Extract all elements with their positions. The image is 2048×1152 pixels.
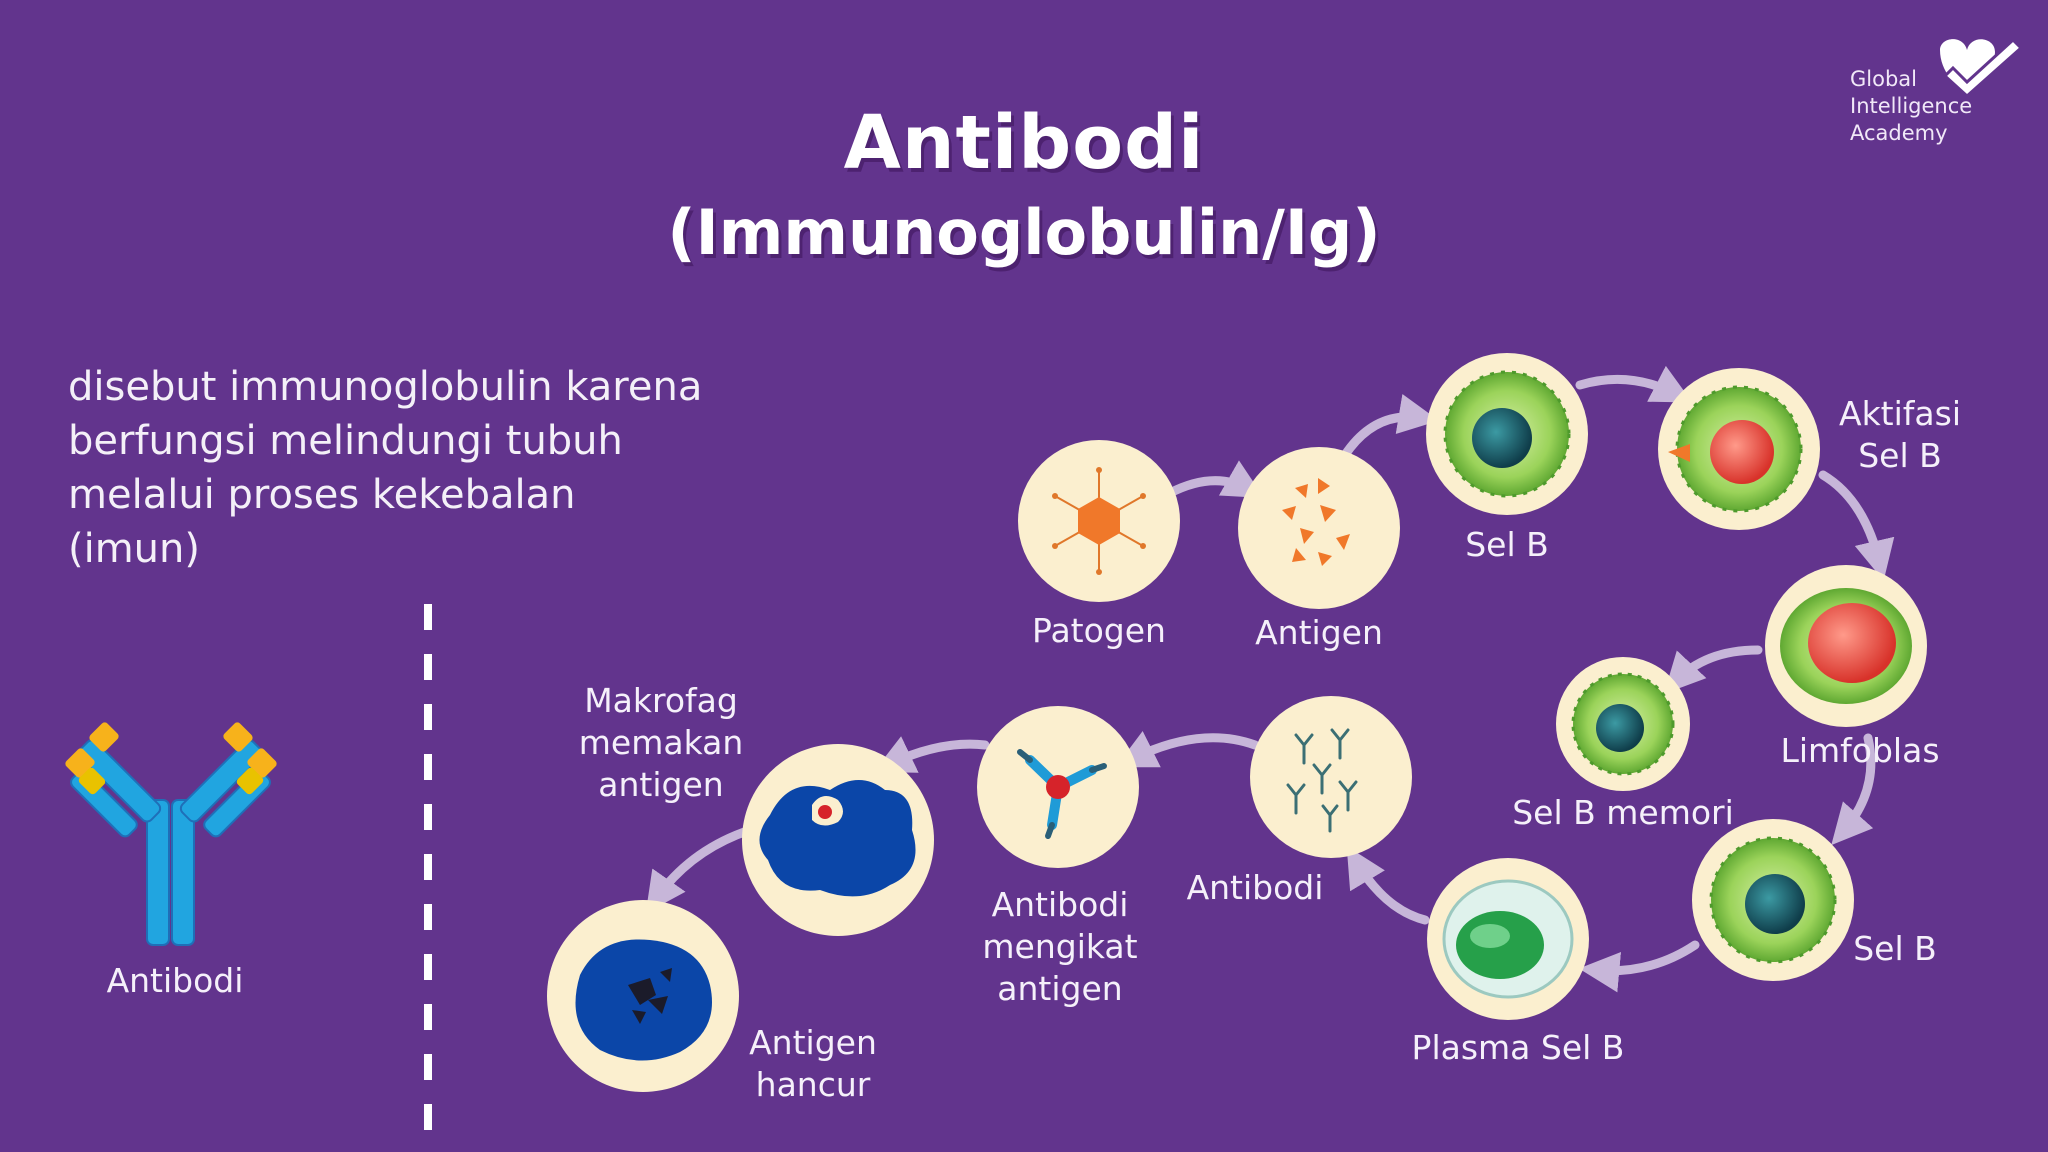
label-aktifasi-line-1: Aktifasi: [1839, 394, 1961, 433]
label-sel-b-memori: Sel B memori: [1512, 793, 1734, 832]
antibody-binding-antigen-icon: [1017, 749, 1107, 839]
label-mengikat-line-2: mengikat: [982, 927, 1138, 966]
pathogen-icon: [1052, 467, 1146, 575]
label-makrofag-line-1: Makrofag: [584, 681, 738, 720]
flow-arrows: [645, 365, 1895, 993]
macrophage-icon: [759, 780, 916, 897]
lymphoblast-icon: [1780, 588, 1912, 704]
logo-line-3: Academy: [1850, 121, 1948, 145]
label-mengikat-line-3: antigen: [997, 969, 1123, 1008]
label-antibodi-mengikat-antigen: Antibodi mengikat antigen: [950, 884, 1170, 1010]
b-cell-icon-2: [1709, 836, 1837, 964]
label-sel-b: Sel B: [1465, 525, 1549, 564]
label-mengikat-line-1: Antibodi: [991, 885, 1129, 924]
activated-b-cell-icon: [1668, 385, 1803, 513]
label-hancur-line-1: Antigen: [749, 1023, 877, 1062]
antigen-fragments-icon: [1282, 478, 1350, 566]
logo-line-1: Global: [1850, 67, 1917, 91]
description-line-1: disebut immunoglobulin karena: [68, 364, 703, 410]
heart-check-logo-icon: [1940, 37, 2024, 99]
description-line-4: (imun): [68, 526, 200, 572]
plasma-cell-icon: [1442, 879, 1574, 999]
label-sel-b-2: Sel B: [1853, 929, 1937, 968]
b-cell-icon: [1443, 370, 1571, 498]
page-subtitle: (Immunoglobulin/Ig): [667, 196, 1381, 269]
label-antigen-hancur: Antigen hancur: [728, 1022, 898, 1106]
description-line-2: berfungsi melindungi tubuh: [68, 418, 623, 464]
label-limfoblas: Limfoblas: [1780, 731, 1940, 770]
antibodies-icon: [1286, 728, 1358, 833]
label-makrofag-line-2: memakan: [578, 723, 744, 762]
label-aktifasi-sel-b: Aktifasi Sel B: [1815, 393, 1985, 477]
memory-b-cell-icon: [1571, 672, 1675, 776]
description-text: disebut immunoglobulin karena berfungsi …: [68, 360, 848, 576]
description-line-3: melalui proses kekebalan: [68, 472, 576, 518]
logo-text: Global Intelligence Academy: [1850, 66, 2048, 147]
label-hancur-line-2: hancur: [755, 1065, 871, 1104]
label-makrofag-memakan-antigen: Makrofag memakan antigen: [546, 680, 776, 806]
label-antibodi: Antibodi: [1186, 868, 1324, 907]
logo-line-2: Intelligence: [1850, 94, 1973, 118]
label-makrofag-line-3: antigen: [598, 765, 724, 804]
label-aktifasi-line-2: Sel B: [1858, 436, 1942, 475]
label-antigen: Antigen: [1255, 613, 1383, 652]
destroyed-antigen-icon: [575, 939, 712, 1061]
antibody-y-icon: [65, 722, 277, 946]
page-title: Antibodi: [843, 100, 1205, 186]
label-patogen: Patogen: [1032, 611, 1166, 650]
dashed-divider: [424, 604, 432, 1152]
label-plasma-sel-b: Plasma Sel B: [1411, 1028, 1625, 1067]
antibody-label: Antibodi: [106, 961, 244, 1000]
